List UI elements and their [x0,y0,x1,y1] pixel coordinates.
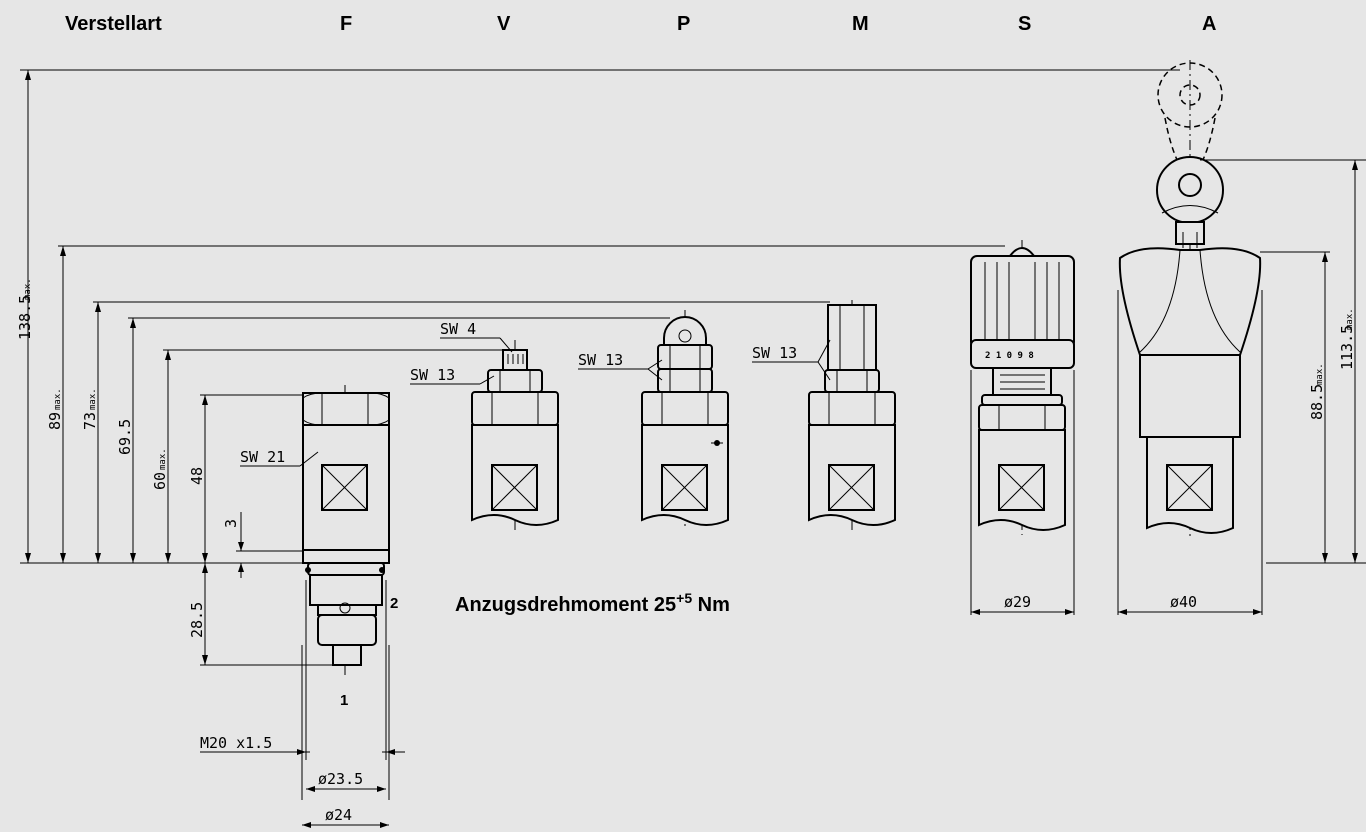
dim-73-max: max. [88,388,98,410]
valve-variant-v [471,340,559,530]
f-wrench-size: SW 21 [240,448,285,466]
p-sw13-leader-a [647,359,663,370]
header-variant-p: P [677,13,690,35]
dim-dia-40: ø40 [1170,593,1197,611]
p-wrench-size-13: SW 13 [578,351,623,369]
header-variant-v: V [497,13,511,35]
header-variant-f: F [340,13,352,35]
right-dimension-lines [1117,159,1366,615]
bottom-dimension-lines [200,580,405,828]
valve-variant-a [1118,60,1262,540]
dim-dia-23-5: ø23.5 [318,770,363,788]
dim-113-5-max: max. [1345,308,1355,330]
dim-60-max: max. [158,448,168,470]
valve-variant-p [641,310,729,530]
v-sw4-leader-tip [499,337,513,353]
header-variant-m: M [852,13,869,35]
dim-dia-29: ø29 [1004,593,1031,611]
m-sw13-leader-b [817,361,831,381]
dim-73: 73 [81,412,99,430]
dim-88-5: 88.5 [1308,384,1326,420]
dim-88-5-max: max. [1315,363,1325,385]
dim-3: 3 [222,519,240,528]
dim-138-5: 138.5 [16,295,34,340]
s-scale-digits: 2 1 0 9 8 [985,351,1034,361]
s-dia-dimension [970,370,1075,615]
torque-prefix: Anzugsdrehmoment 25 [455,594,676,616]
m-sw13-leader-a [817,339,831,363]
valve-variant-f [302,385,390,675]
dim-113-5: 113.5 [1338,325,1356,370]
v-wrench-size-13: SW 13 [410,366,455,384]
port-2-label: 2 [390,595,398,612]
dim-dia-24: ø24 [325,806,352,824]
dim-48: 48 [188,467,206,485]
v-wrench-size-4: SW 4 [440,320,476,338]
header-variant-s: S [1018,13,1031,35]
m-wrench-size-13: SW 13 [752,344,797,362]
port-1-label: 1 [340,692,348,709]
p-sw13-leader-b [647,368,663,381]
valve-variant-m [808,300,896,530]
left-dimension-lines [20,69,1180,666]
torque-tolerance: +5 [676,590,692,606]
v-sw13-leader-tip [479,375,495,385]
dim-89-max: max. [53,388,63,410]
torque-note: Anzugsdrehmoment 25+5 Nm [455,590,730,616]
dim-89: 89 [46,412,64,430]
dim-69-5: 69.5 [116,419,134,455]
valve-variant-s [970,240,1075,535]
dim-138-5-max: max. [23,278,33,300]
dim-60: 60 [151,472,169,490]
thread-dimension: M20 x1.5 [200,734,272,752]
dim-28-5: 28.5 [188,602,206,638]
header-adjustment-label: Verstellart [65,13,162,35]
torque-unit: Nm [692,594,730,616]
header-variant-a: A [1202,13,1216,35]
f-wrench-leader-tip [299,451,319,467]
